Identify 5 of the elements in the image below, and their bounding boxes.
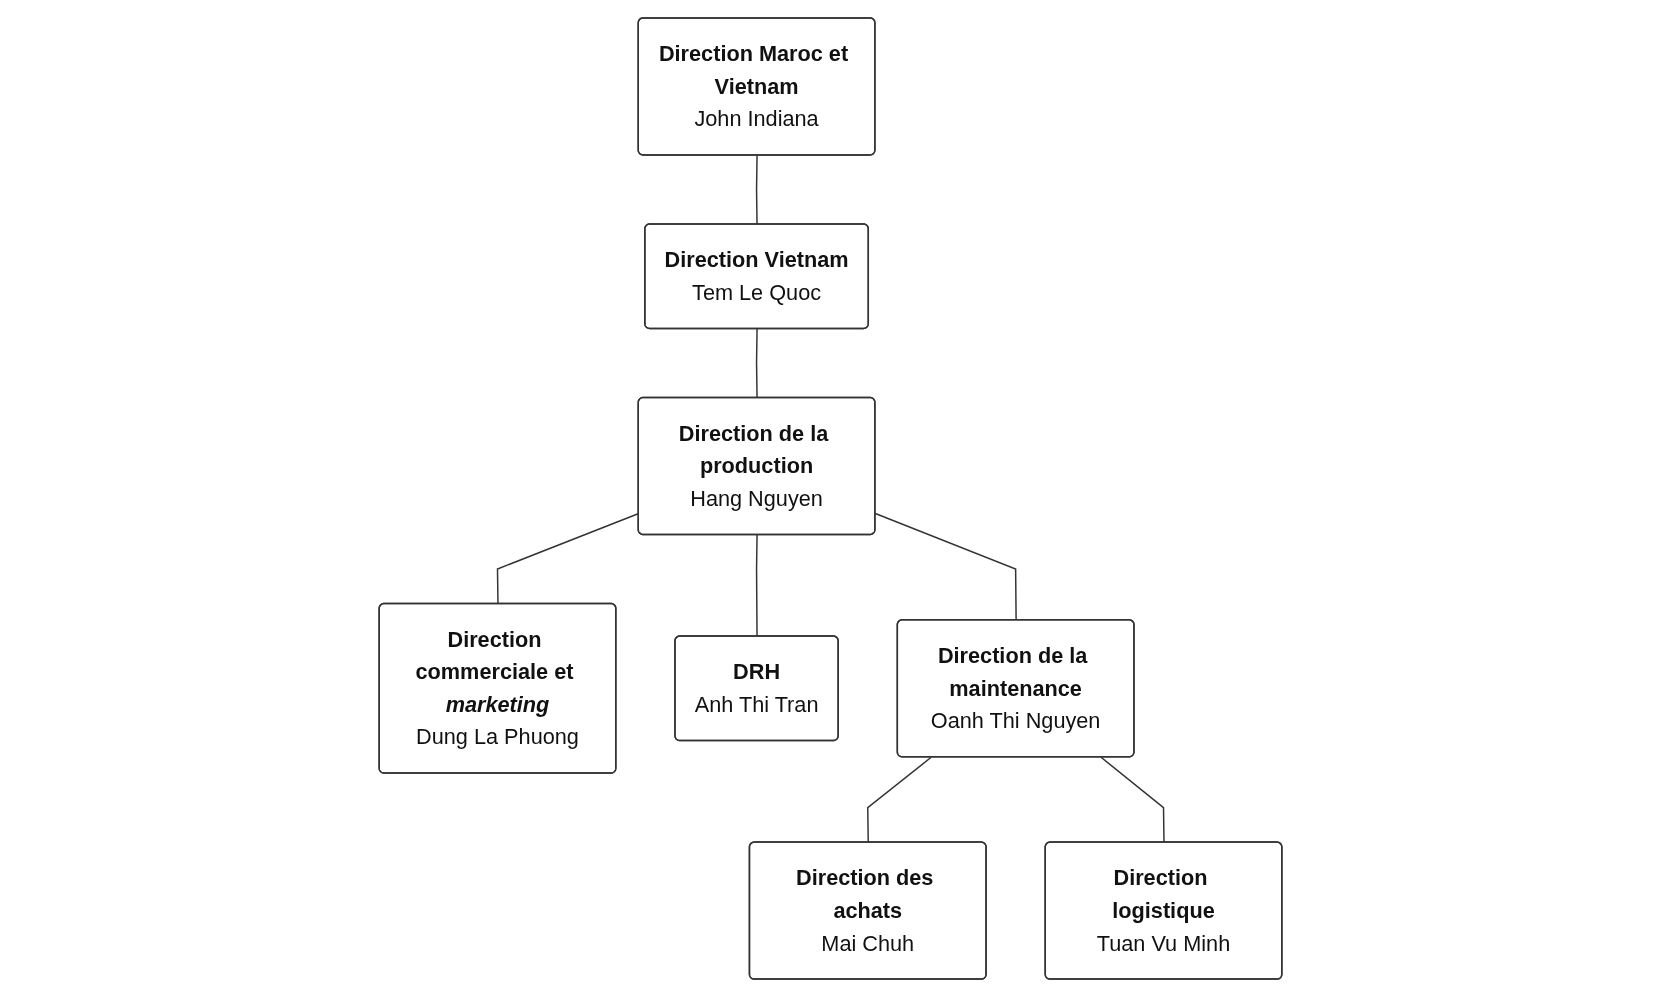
- connector: [755, 328, 758, 399]
- connector: [755, 534, 758, 638]
- connector: [1100, 756, 1165, 844]
- connector: [867, 756, 932, 844]
- connector: [874, 512, 1017, 621]
